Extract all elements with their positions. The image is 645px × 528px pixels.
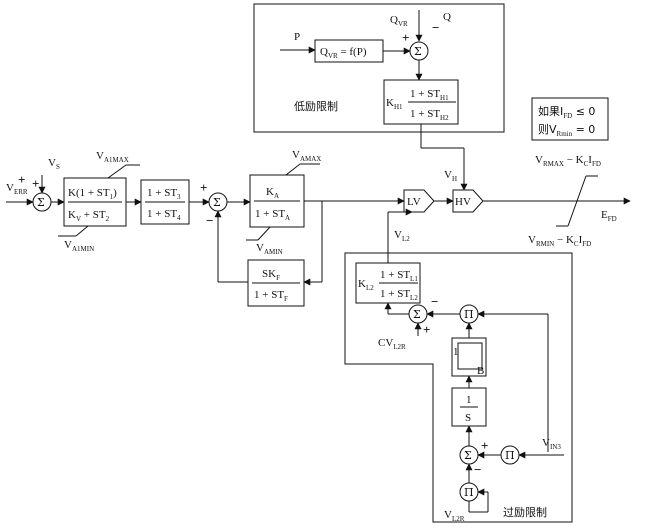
- svg-text:+: +: [32, 176, 39, 191]
- svg-text:KA: KA: [266, 186, 279, 200]
- cvl2r-label: CVL2R: [378, 337, 406, 351]
- svg-text:Σ: Σ: [464, 449, 472, 462]
- svg-text:−: −: [474, 462, 481, 477]
- vrmax-label: VRMAX − KCIFD: [535, 154, 601, 168]
- main-forward-path: VERR + VS + Σ K(1 + ST1) KV + ST2 VA1MAX…: [6, 124, 631, 307]
- svg-text:KL2: KL2: [358, 278, 374, 292]
- uel-qvr-label: QVR: [390, 14, 408, 28]
- svg-text:−: −: [432, 20, 439, 35]
- svg-text:Σ: Σ: [413, 308, 421, 321]
- vrmin-label: VRMIN − KCIFD: [528, 234, 591, 248]
- svg-text:1 + ST4: 1 + ST4: [147, 208, 181, 222]
- efd-label: EFD: [601, 209, 617, 223]
- v-err-label: VERR: [6, 182, 28, 196]
- svg-text:+: +: [423, 322, 430, 337]
- under-excitation-limiter: 低励限制 P QVR = f(P) QVR + Q − Σ KH1 1 + ST…: [253, 3, 505, 133]
- svg-text:B: B: [477, 365, 484, 377]
- svg-text:1: 1: [453, 346, 459, 358]
- svg-text:Π: Π: [464, 486, 474, 499]
- v-s-label: VS: [48, 157, 60, 171]
- svg-text:1 + STF: 1 + STF: [254, 289, 288, 303]
- va1max-label: VA1MAX: [96, 150, 129, 164]
- svg-text:1 + STL1: 1 + STL1: [380, 269, 418, 283]
- svg-text:+: +: [402, 30, 409, 45]
- svg-text:−: −: [431, 294, 438, 309]
- note-box: 如果IFD ≤ 0 则VRmin = 0: [531, 97, 609, 141]
- svg-text:+: +: [200, 180, 207, 195]
- high-value-gate: [452, 189, 484, 213]
- vamin-label: VAMIN: [256, 242, 283, 256]
- vin3-label: VIN3: [542, 437, 561, 451]
- svg-text:1 + STL2: 1 + STL2: [380, 288, 418, 302]
- svg-text:Π: Π: [464, 308, 474, 321]
- uel-input-p: P: [294, 31, 300, 43]
- svg-text:+: +: [18, 172, 25, 187]
- uel-title: 低励限制: [294, 100, 338, 113]
- uel-input-q: Q: [443, 11, 451, 23]
- svg-text:1 + STH1: 1 + STH1: [410, 88, 449, 102]
- svg-text:1: 1: [466, 394, 472, 406]
- vl2r-label: VL2R: [444, 509, 465, 523]
- svg-text:则VRmin = 0: 则VRmin = 0: [538, 123, 595, 138]
- svg-text:1 + ST3: 1 + ST3: [147, 187, 181, 201]
- vh-label: VH: [444, 169, 457, 183]
- uel-frame: [253, 3, 505, 133]
- svg-text:1 + STH2: 1 + STH2: [410, 108, 449, 122]
- low-value-gate: [403, 189, 435, 213]
- svg-text:Π: Π: [505, 449, 515, 462]
- svg-text:S: S: [465, 412, 471, 424]
- svg-text:1 + STA: 1 + STA: [255, 208, 290, 222]
- vl2-label: VL2: [394, 229, 410, 243]
- svg-text:Σ: Σ: [213, 196, 221, 209]
- svg-text:+: +: [481, 438, 488, 453]
- svg-text:KV + ST2: KV + ST2: [68, 209, 110, 223]
- svg-text:Σ: Σ: [37, 196, 45, 209]
- svg-text:LV: LV: [407, 196, 421, 208]
- svg-text:Σ: Σ: [414, 45, 422, 58]
- va1min-label: VA1MIN: [64, 239, 94, 253]
- vamax-label: VAMAX: [292, 149, 321, 163]
- oel-title: 过励限制: [503, 506, 547, 519]
- oel-frame: [344, 252, 573, 523]
- over-excitation-limiter: 过励限制 KL2 1 + STL1 1 + STL2 Σ − + CVL2R Π…: [344, 252, 573, 523]
- svg-text:KH1: KH1: [386, 97, 403, 111]
- svg-text:如果IFD ≤ 0: 如果IFD ≤ 0: [538, 104, 595, 120]
- svg-text:−: −: [206, 213, 213, 228]
- svg-text:K(1 + ST1): K(1 + ST1): [68, 187, 117, 201]
- svg-text:HV: HV: [455, 196, 471, 208]
- svg-text:SKF: SKF: [262, 268, 280, 282]
- svg-text:QVR = f(P): QVR = f(P): [320, 46, 367, 60]
